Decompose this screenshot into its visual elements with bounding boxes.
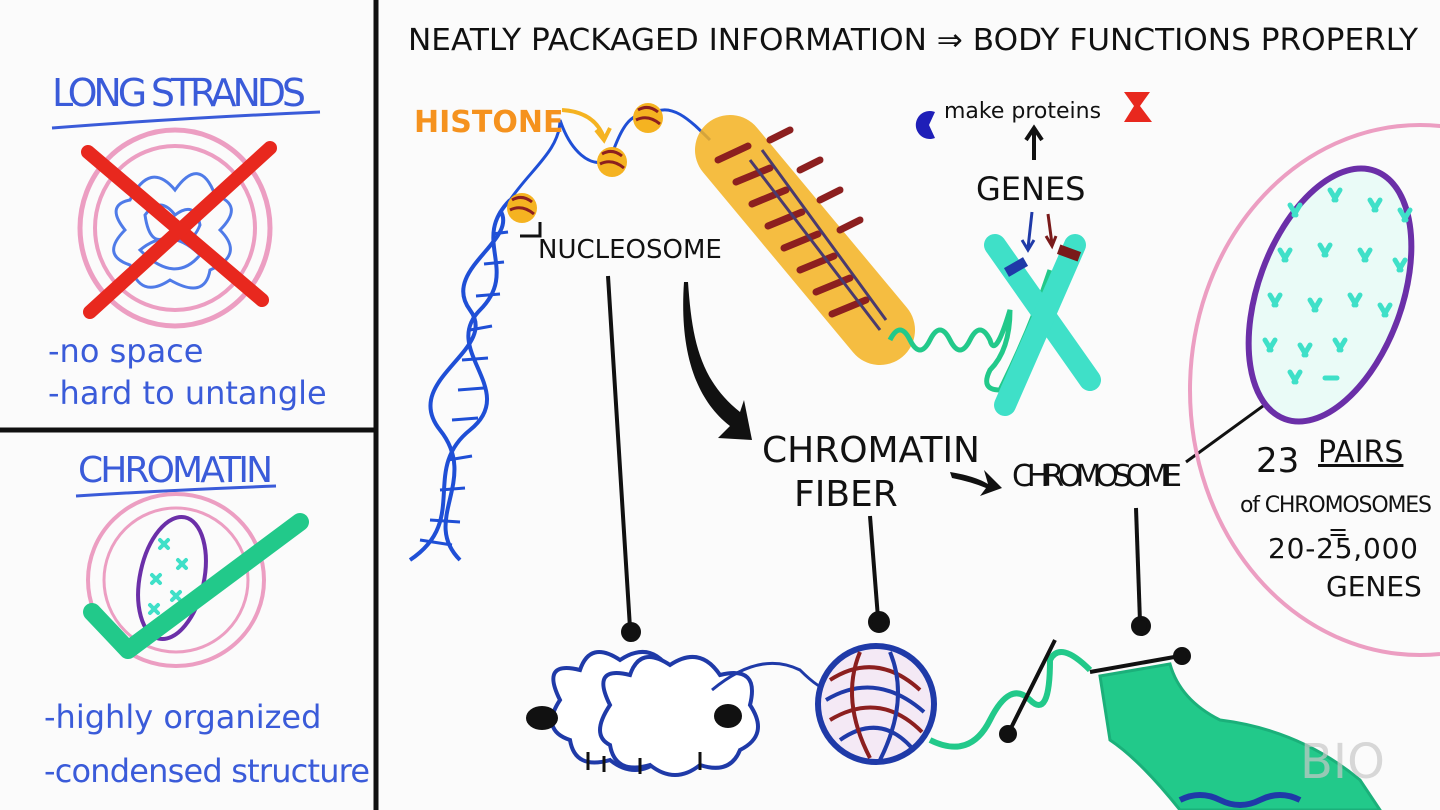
panel-dividers [0,0,379,810]
green-checkmark-icon [83,513,309,659]
make-proteins-group: make proteins [915,92,1152,140]
main-title: NEATLY PACKAGED INFORMATION ⇒ BODY FUNCT… [408,23,1419,58]
red-x-icon [81,141,277,319]
cell-nucleus-icon [1188,123,1440,657]
histone-arrow [561,108,612,144]
equals-sign: = [1328,518,1348,546]
pairs-count: 23 [1256,441,1299,481]
coiled-fiber-strand [887,269,1053,393]
nucleosome-strand [507,103,712,238]
chromatin-panel: CHROMATIN -highly organized -condensed s… [44,450,370,790]
knitted-fabric [1098,662,1382,810]
nucleosome-label: NUCLEOSOME [538,235,722,265]
long-strands-heading: LONG STRANDS [52,71,307,115]
make-proteins-label: make proteins [944,99,1101,124]
enzyme-pacman-icon [915,111,935,140]
long-strands-bullet-1: -no space [48,332,203,370]
pairs-note: 23 PAIRS of CHROMOSOMES = 20-25,000 GENE… [1240,435,1432,603]
chromatin-bullet-2: -condensed structure [44,752,370,790]
green-yarn-strand [928,649,1093,750]
genes-word: GENES [1326,570,1422,603]
long-strands-bullet-2: -hard to untangle [48,374,327,412]
chromatin-fiber-label-line2: FIBER [794,474,898,515]
histone-bead [633,103,663,133]
tangled-dna-icon [77,127,273,329]
chromatin-heading: CHROMATIN [78,450,273,491]
histone-label: HISTONE [414,105,563,140]
bio-watermark: BIO [1300,734,1385,790]
protein-bowtie-icon [1124,92,1152,122]
genes-label: GENES [976,170,1085,208]
chromatin-bullet-1: -highly organized [44,698,321,736]
histone-bead [597,147,627,177]
sheep-icon [526,650,760,777]
pairs-word: PAIRS [1318,435,1403,470]
long-strands-panel: LONG STRANDS -no space -hard to untangle [48,71,327,412]
chromatin-fiber-drawing [695,115,915,365]
of-chromosomes: of CHROMOSOMES [1240,493,1432,518]
yarn-ball-icon [815,643,937,765]
knitting-needle-icon [999,639,1191,743]
histone-bead [507,193,537,223]
genes-count: 20-25,000 [1268,532,1418,565]
chromatin-fiber-label-line1: CHROMATIN [762,430,980,471]
curved-arrow-to-fiber [683,282,752,440]
arrow-fiber-to-chromosome [950,470,1002,496]
pointer-lines [606,275,1151,642]
dna-helix-icon [408,198,512,562]
chromosome-label: CHROMOSOME [1012,459,1182,494]
